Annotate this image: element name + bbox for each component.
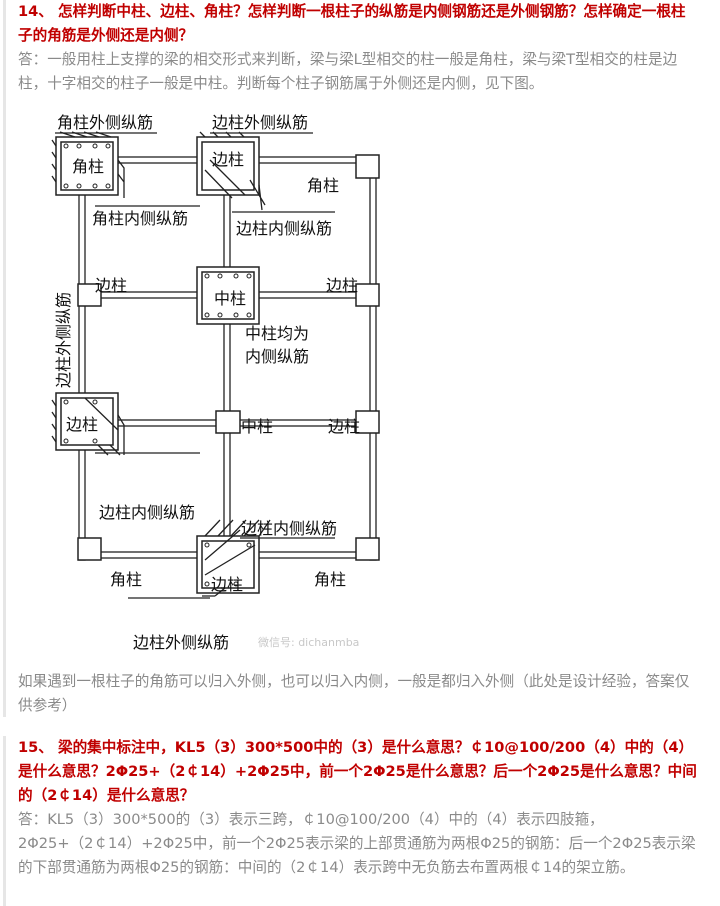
label-edge-column-top: 边柱 [212,150,244,169]
label-middle-column: 中柱 [214,289,246,308]
label-corner-inner-rebar: 角柱内侧纵筋 [92,209,188,228]
label-corner-column-br: 角柱 [314,570,346,589]
small-columns [77,154,380,561]
label-edge-column-right: 边柱 [326,276,358,295]
label-middle-note-2: 内侧纵筋 [245,347,309,366]
label-edge-column-left-2: 边柱 [66,415,98,434]
question-14-title: 14、 怎样判断中柱、边柱、角柱？怎样判断一根柱子的纵筋是内侧钢筋还是外侧钢筋？… [18,3,686,44]
label-edge-outer-rebar-top: 边柱外侧纵筋 [212,113,308,132]
label-edge-column-left: 边柱 [95,276,127,295]
label-edge-inner-rebar-top: 边柱内侧纵筋 [236,219,332,238]
large-columns [51,131,271,597]
label-middle-note-1: 中柱均为 [245,324,309,343]
label-edge-column-bottom: 边柱 [211,575,243,594]
question-15-title: 15、 梁的集中标注中，KL5（3）300*500中的（3）是什么意思？￠10@… [18,739,697,804]
label-edge-column-right-2: 边柱 [328,417,360,436]
question-14-note: 如果遇到一根柱子的角筋可以归入外侧，也可以归入内侧，一般是都归入外侧（此处是设计… [18,673,690,714]
watermark: 微信号: dichanmba [258,635,359,649]
question-15-block: 15、 梁的集中标注中，KL5（3）300*500中的（3）是什么意思？￠10@… [3,736,698,906]
diagram-labels: 角柱外侧纵筋 边柱外侧纵筋 角柱 边柱 角柱 角柱内侧纵筋 边柱内侧纵筋 边柱 … [54,113,360,652]
label-middle-column-2: 中柱 [241,417,273,436]
label-corner-outer-rebar: 角柱外侧纵筋 [57,113,153,132]
label-edge-outer-rebar-left: 边柱外侧纵筋 [54,292,73,388]
question-14-answer: 答：一般用柱上支撑的梁的相交形式来判断，梁与梁L型相交的柱一般是角柱，梁与梁T型… [18,51,678,92]
leader-lines [55,132,335,599]
label-edge-inner-rebar-left: 边柱内侧纵筋 [99,503,195,522]
label-corner-column-tl: 角柱 [72,157,104,176]
label-edge-inner-rebar-bottom: 边柱内侧纵筋 [241,519,337,538]
question-14-block: 14、 怎样判断中柱、边柱、角柱？怎样判断一根柱子的纵筋是内侧钢筋还是外侧钢筋？… [3,0,698,717]
label-edge-outer-rebar-bottom: 边柱外侧纵筋 [133,633,229,652]
question-15-answer: 答：KL5（3）300*500的（3）表示三跨，￠10@100/200（4）中的… [18,811,696,876]
label-corner-column-bl: 角柱 [110,570,142,589]
label-corner-column-tr: 角柱 [307,176,339,195]
